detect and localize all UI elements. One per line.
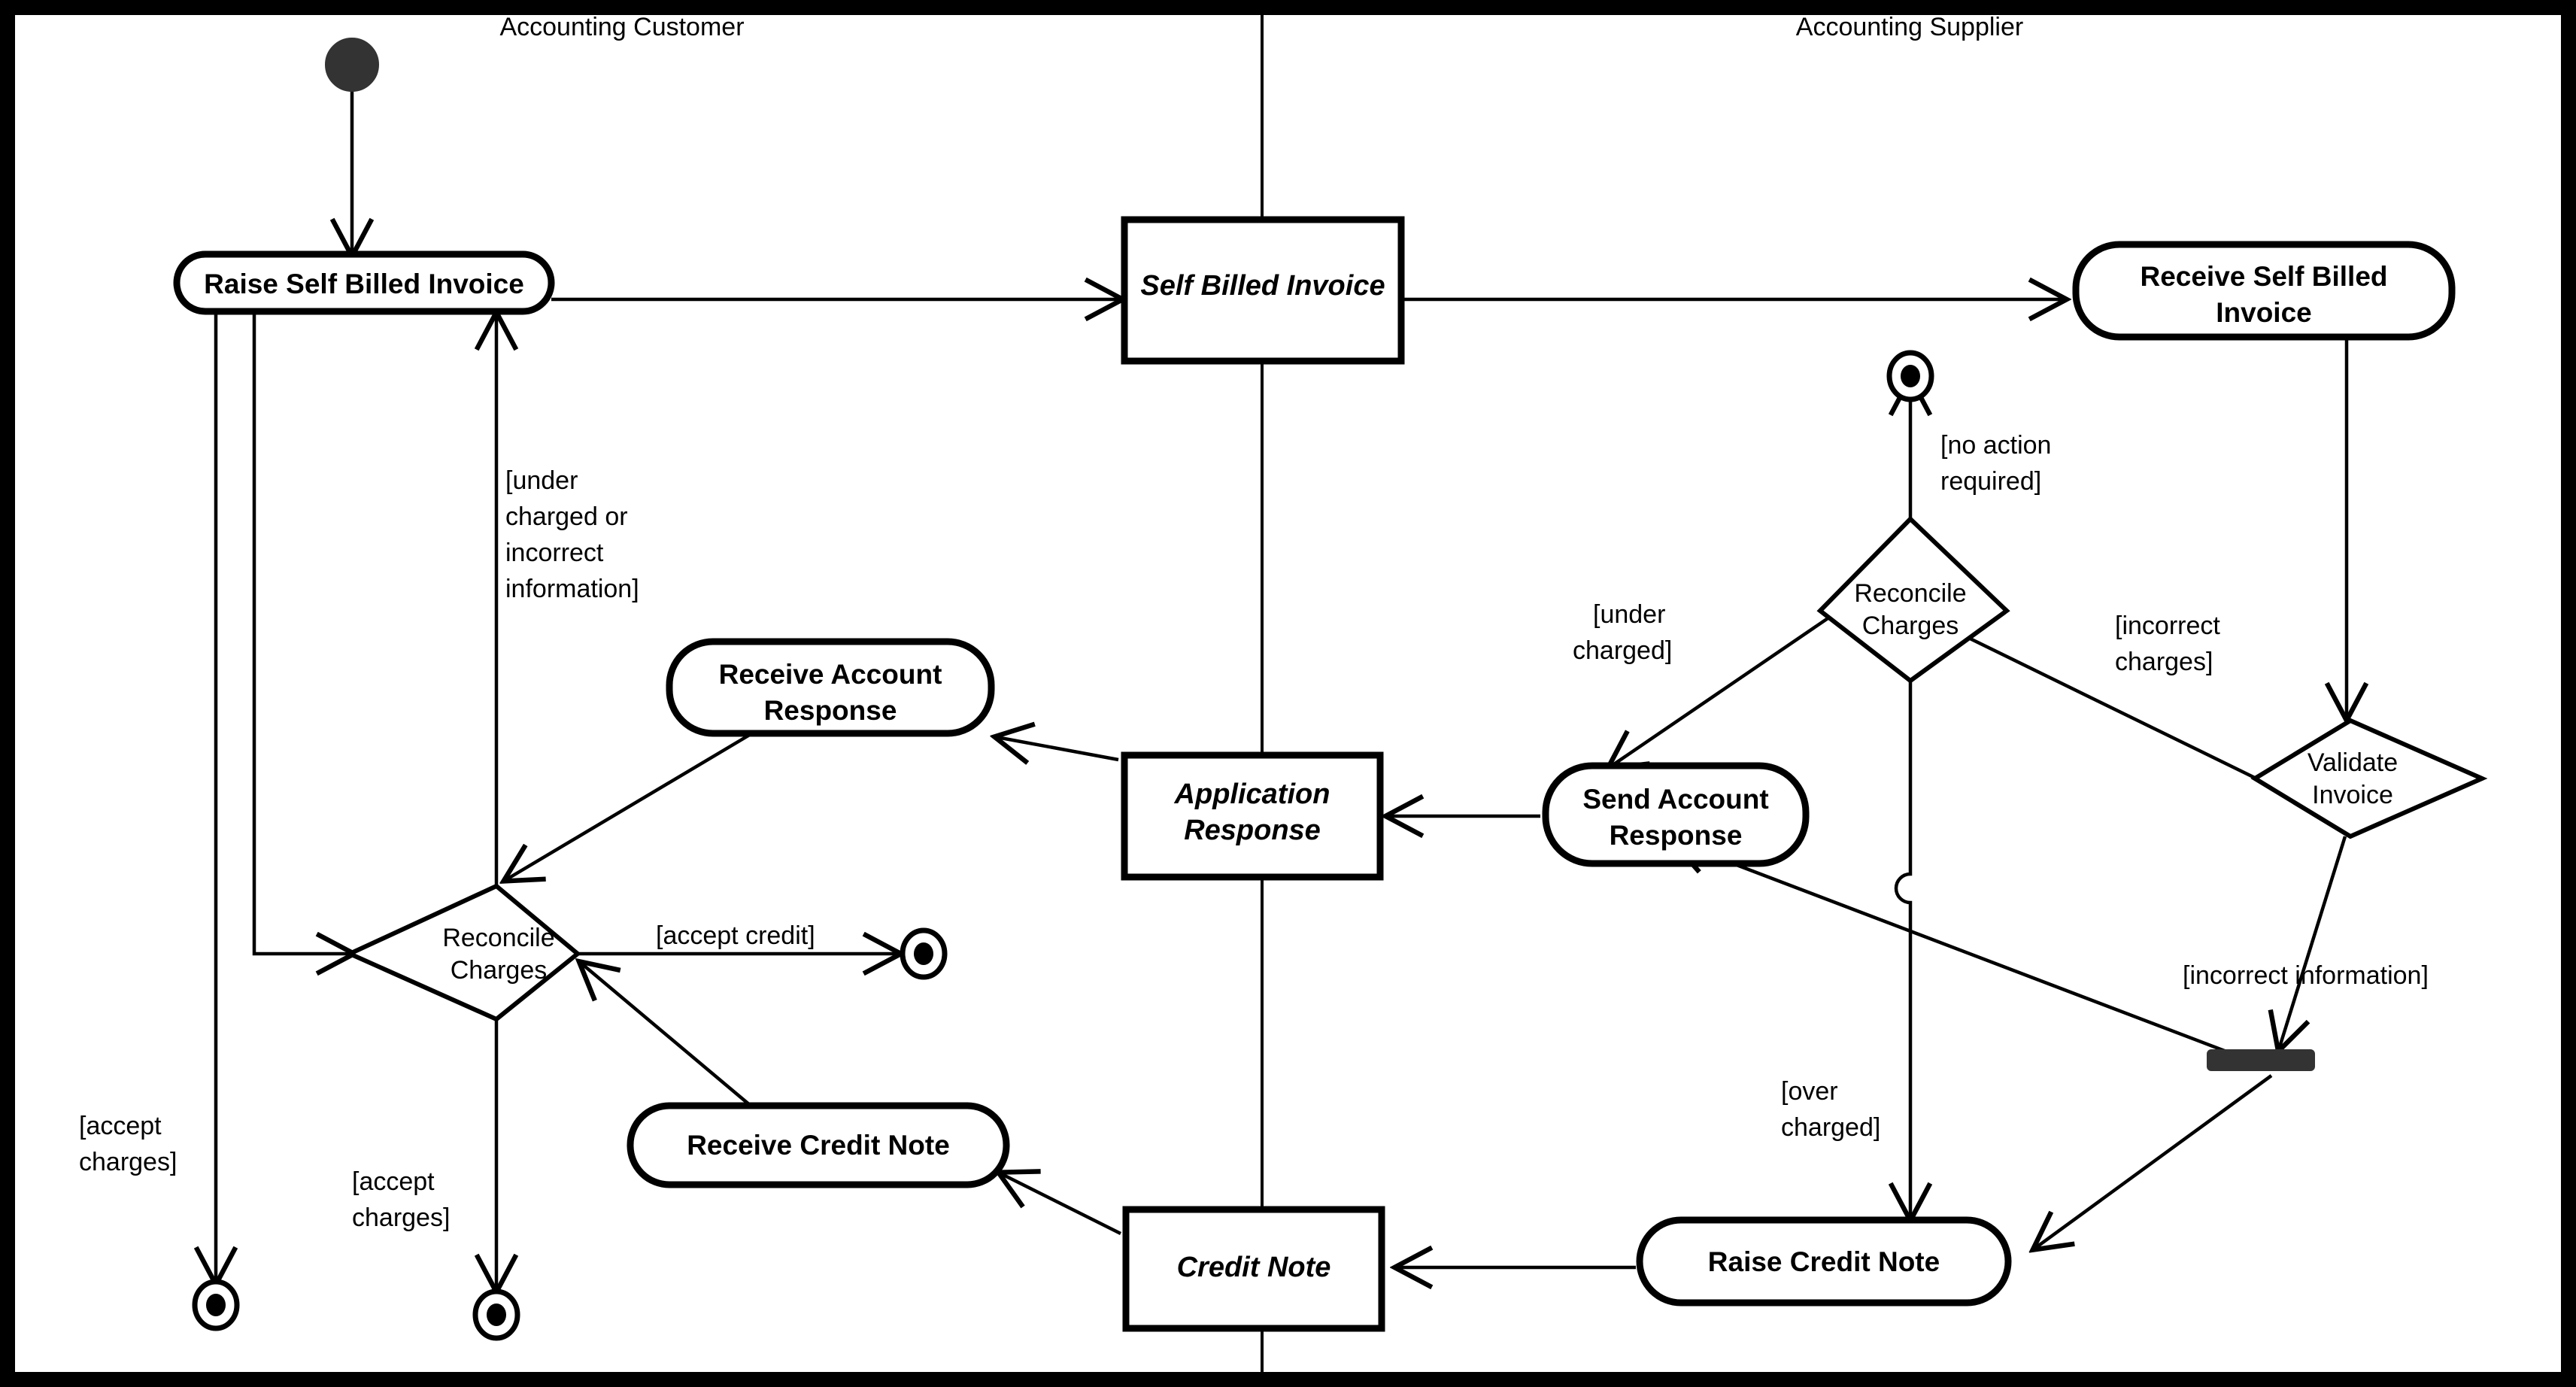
initial-node bbox=[325, 38, 379, 92]
guard-no-action-required: [no action required] bbox=[1940, 431, 2051, 496]
activity-receive-account-response-label-line2: Response bbox=[764, 695, 897, 726]
decision-reconcile-charges-customer[interactable]: Reconcile Charges bbox=[344, 883, 581, 1022]
guard-ac-mid-line1: [accept bbox=[352, 1167, 435, 1196]
lane-title-supplier: Accounting Supplier bbox=[1796, 13, 2023, 41]
guard-accept-credit: [accept credit] bbox=[656, 921, 815, 950]
guard-uc-line1: [under bbox=[1593, 600, 1665, 629]
activity-raise-self-billed-invoice[interactable]: Raise Self Billed Invoice bbox=[173, 250, 555, 315]
activity-receive-account-response[interactable]: Receive Account Response bbox=[666, 638, 995, 737]
activity-raise-self-billed-invoice-label: Raise Self Billed Invoice bbox=[204, 269, 524, 299]
final-node-accept-charges-middle bbox=[472, 1288, 520, 1341]
object-self-billed-invoice[interactable]: Self Billed Invoice bbox=[1121, 216, 1405, 365]
edge-validate-invoice-to-sync-bar bbox=[2279, 836, 2347, 1049]
object-credit-note[interactable]: Credit Note bbox=[1122, 1206, 1385, 1332]
guard-over-charged: [over charged] bbox=[1781, 1077, 1880, 1142]
edge-raise-sbi-to-reconcile-cust bbox=[252, 310, 352, 954]
decision-validate-invoice[interactable]: Validate Invoice bbox=[2250, 718, 2488, 839]
guard-incorrect-information: [incorrect information] bbox=[2183, 961, 2429, 990]
guard-ac-left-line1: [accept bbox=[79, 1112, 162, 1140]
guard-nar-line2: required] bbox=[1940, 467, 2041, 496]
decision-reconcile-charges-supplier[interactable]: Reconcile Charges bbox=[1816, 515, 2010, 684]
object-application-response-label-line2: Response bbox=[1184, 815, 1321, 846]
activity-receive-credit-note[interactable]: Receive Credit Note bbox=[627, 1102, 1010, 1188]
final-node-no-action-required bbox=[1886, 350, 1934, 402]
guard-under-charged: [under charged] bbox=[1573, 600, 1672, 665]
edge-sync-bar-to-raise-credit bbox=[2034, 1074, 2273, 1249]
guard-ic-line1: [incorrect bbox=[2115, 612, 2220, 640]
object-self-billed-invoice-label: Self Billed Invoice bbox=[1140, 270, 1385, 302]
activity-receive-self-billed-invoice-label-line2: Invoice bbox=[2216, 297, 2312, 328]
guard-uoi-line3: incorrect bbox=[505, 539, 604, 567]
final-node-accept-credit bbox=[900, 927, 948, 980]
object-application-response-label-line1: Application bbox=[1174, 778, 1330, 810]
edge-sync-bar-to-send-acct-resp bbox=[1673, 841, 2261, 1067]
guard-nar-line1: [no action bbox=[1940, 431, 2051, 460]
guard-uoi-line4: information] bbox=[505, 575, 639, 603]
activity-raise-credit-note-label: Raise Credit Note bbox=[1708, 1246, 1940, 1277]
guard-oc-line2: charged] bbox=[1781, 1113, 1880, 1142]
guard-ic-line2: charges] bbox=[2115, 648, 2213, 676]
lane-title-customer: Accounting Customer bbox=[499, 13, 744, 41]
guard-ac-left-line2: charges] bbox=[79, 1148, 177, 1176]
edge-validate-invoice-to-reconcile-sup bbox=[1925, 617, 2257, 781]
guard-ac-mid-line2: charges] bbox=[352, 1203, 450, 1232]
decision-reconcile-charges-supplier-label-line2: Charges bbox=[1862, 612, 1959, 640]
guard-under-charged-or-incorrect-information: [under charged or incorrect information] bbox=[505, 466, 639, 603]
activity-send-account-response-label-line2: Response bbox=[1610, 820, 1743, 851]
decision-validate-invoice-label-line2: Invoice bbox=[2312, 781, 2393, 809]
activity-receive-self-billed-invoice[interactable]: Receive Self Billed Invoice bbox=[2072, 241, 2456, 341]
guard-incorrect-charges: [incorrect charges] bbox=[2115, 612, 2220, 676]
activity-raise-credit-note[interactable]: Raise Credit Note bbox=[1636, 1216, 2012, 1307]
object-credit-note-label: Credit Note bbox=[1177, 1252, 1331, 1283]
guard-oc-line1: [over bbox=[1781, 1077, 1838, 1106]
edge-reconcile-sup-to-send-acct-resp bbox=[1610, 609, 1840, 767]
activity-receive-self-billed-invoice-label-line1: Receive Self Billed bbox=[2140, 261, 2387, 292]
decision-reconcile-charges-customer-label-line1: Reconcile bbox=[442, 924, 554, 952]
activity-receive-account-response-label-line1: Receive Account bbox=[719, 659, 942, 690]
synchronization-bar bbox=[2207, 1049, 2315, 1071]
guard-uc-line2: charged] bbox=[1573, 636, 1672, 665]
object-application-response[interactable]: Application Response bbox=[1121, 751, 1384, 881]
guard-uoi-line2: charged or bbox=[505, 502, 628, 531]
edge-reconcile-sup-to-raise-credit bbox=[1896, 681, 1910, 1219]
activity-send-account-response[interactable]: Send Account Response bbox=[1542, 762, 1810, 867]
final-node-accept-charges-left bbox=[192, 1279, 240, 1331]
edge-receive-credit-to-reconcile-cust bbox=[581, 963, 761, 1115]
decision-reconcile-charges-supplier-label-line1: Reconcile bbox=[1854, 579, 1966, 608]
edge-receive-acct-resp-to-reconcile-cust bbox=[505, 732, 754, 880]
guard-accept-charges-left: [accept charges] bbox=[79, 1112, 177, 1176]
guard-accept-charges-middle: [accept charges] bbox=[352, 1167, 450, 1232]
guard-uoi-line1: [under bbox=[505, 466, 578, 495]
activity-send-account-response-label-line1: Send Account bbox=[1582, 784, 1768, 815]
decision-validate-invoice-label-line1: Validate bbox=[2307, 748, 2398, 777]
decision-reconcile-charges-customer-label-line2: Charges bbox=[451, 956, 548, 985]
edge-credit-object-to-receive-credit bbox=[1000, 1173, 1122, 1236]
activity-receive-credit-note-label: Receive Credit Note bbox=[687, 1130, 950, 1161]
edge-app-resp-object-to-receive-acct-resp bbox=[997, 737, 1119, 760]
